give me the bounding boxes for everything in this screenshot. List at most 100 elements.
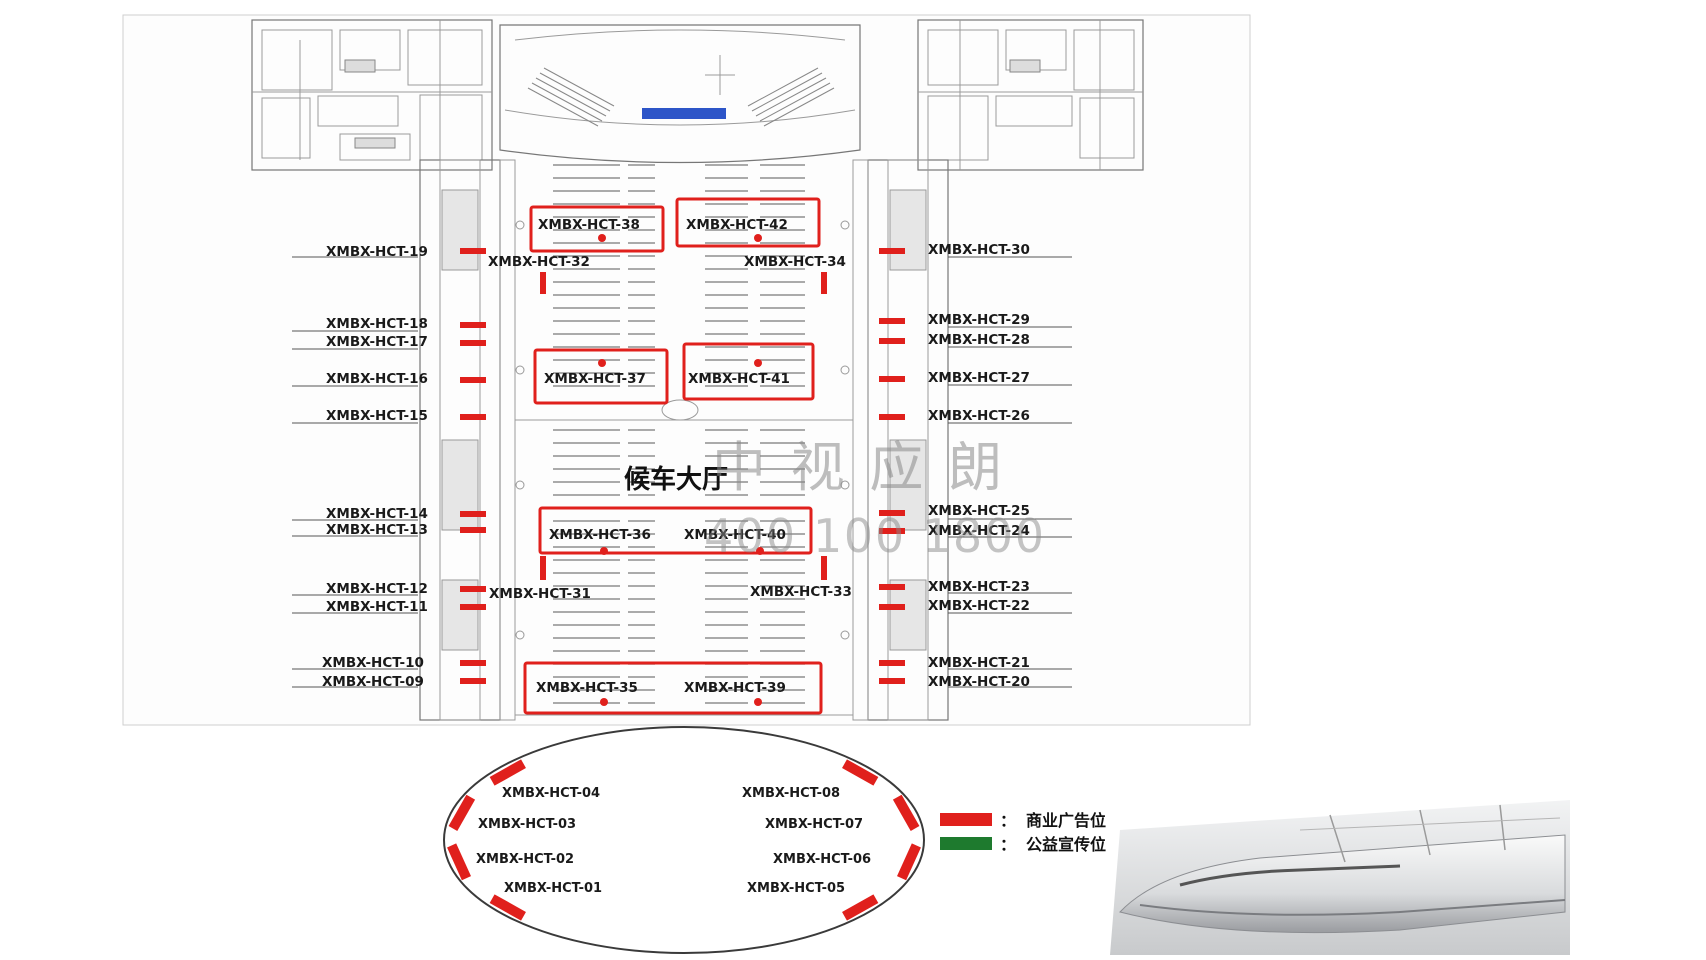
label-hct-38: XMBX-HCT-38 <box>538 217 640 233</box>
corridor-bar-left <box>460 604 486 610</box>
legend-commercial-swatch <box>940 813 992 826</box>
corridor-bar-right <box>879 248 905 254</box>
label-hct-34: XMBX-HCT-34 <box>744 254 846 270</box>
corridor-bar-right <box>879 510 905 516</box>
label-hct-29: XMBX-HCT-29 <box>928 312 1030 328</box>
watermark-phone: 400 100 1800 <box>704 509 1044 563</box>
label-hct-26: XMBX-HCT-26 <box>928 408 1030 424</box>
label-hct-30: XMBX-HCT-30 <box>928 242 1030 258</box>
corridor-bar-right <box>879 584 905 590</box>
entrance-canopy <box>499 24 861 164</box>
label-hct-40: XMBX-HCT-40 <box>684 527 786 543</box>
corridor-bar-left <box>460 322 486 328</box>
label-hct-20: XMBX-HCT-20 <box>928 674 1030 690</box>
label-hct-37: XMBX-HCT-37 <box>544 371 646 387</box>
label-hct-31: XMBX-HCT-31 <box>489 586 591 602</box>
hall-side-bars <box>540 272 827 580</box>
center-labels: XMBX-HCT-38 XMBX-HCT-42 XMBX-HCT-32 XMBX… <box>488 217 852 696</box>
label-hct-14: XMBX-HCT-14 <box>326 506 428 522</box>
oval-bar <box>842 894 879 921</box>
label-hct-06: XMBX-HCT-06 <box>773 852 871 867</box>
label-hct-35: XMBX-HCT-35 <box>536 680 638 696</box>
corridor-bar-left <box>460 377 486 383</box>
label-hct-28: XMBX-HCT-28 <box>928 332 1030 348</box>
corridor-bar-right <box>879 414 905 420</box>
hall-ad-boxes <box>523 197 823 715</box>
label-hct-09: XMBX-HCT-09 <box>322 674 424 690</box>
side-leader-lines <box>292 256 1072 688</box>
train-illustration <box>1110 800 1570 955</box>
oval-bar <box>447 843 471 881</box>
corridor-bar-left <box>460 248 486 254</box>
legend: ： 商业广告位 ： 公益宣传位 <box>940 811 1106 854</box>
bottom-oval: XMBX-HCT-04 XMBX-HCT-03 XMBX-HCT-02 XMBX… <box>100 726 1570 954</box>
label-hct-07: XMBX-HCT-07 <box>765 817 863 832</box>
right-corridor <box>852 159 949 721</box>
label-hct-10: XMBX-HCT-10 <box>322 655 424 671</box>
oval-bar <box>489 894 526 921</box>
oval-ad-bars <box>447 759 921 921</box>
corridor-bar-left <box>460 340 486 346</box>
legend-public-swatch <box>940 837 992 850</box>
oval-bar <box>892 794 920 831</box>
label-hct-32: XMBX-HCT-32 <box>488 254 590 270</box>
label-hct-36: XMBX-HCT-36 <box>549 527 651 543</box>
corridor-bar-left <box>460 660 486 666</box>
hall-seating <box>553 164 805 704</box>
corridor-bar-right <box>879 604 905 610</box>
plan-frame <box>122 14 1251 726</box>
label-hct-03: XMBX-HCT-03 <box>478 817 576 832</box>
oval-bar <box>448 794 476 831</box>
corridor-bar-right <box>879 528 905 534</box>
label-hct-11: XMBX-HCT-11 <box>326 599 428 615</box>
hall-screen <box>642 108 726 119</box>
label-hct-01: XMBX-HCT-01 <box>504 881 602 896</box>
label-hct-23: XMBX-HCT-23 <box>928 579 1030 595</box>
label-hct-41: XMBX-HCT-41 <box>688 371 790 387</box>
label-hct-02: XMBX-HCT-02 <box>476 852 574 867</box>
label-hct-08: XMBX-HCT-08 <box>742 786 840 801</box>
oval-bar <box>842 759 879 786</box>
corridor-bar-right <box>879 660 905 666</box>
legend-public-label: 公益宣传位 <box>1026 835 1106 854</box>
label-hct-33: XMBX-HCT-33 <box>750 584 852 600</box>
label-hct-12: XMBX-HCT-12 <box>326 581 428 597</box>
corridor-bar-left <box>460 527 486 533</box>
corridor-bar-right <box>879 338 905 344</box>
label-hct-17: XMBX-HCT-17 <box>326 334 428 350</box>
corridor-bar-left <box>460 586 486 592</box>
top-right-building <box>917 19 1144 171</box>
legend-commercial-label: 商业广告位 <box>1026 811 1106 830</box>
label-hct-21: XMBX-HCT-21 <box>928 655 1030 671</box>
label-hct-25: XMBX-HCT-25 <box>928 503 1030 519</box>
corridor-ad-bars <box>460 248 905 684</box>
legend-public-sep: ： <box>1000 835 1016 854</box>
corridor-bar-left <box>460 678 486 684</box>
hall-pillars <box>515 220 850 640</box>
top-left-building <box>251 19 493 171</box>
label-hct-42: XMBX-HCT-42 <box>686 217 788 233</box>
label-hct-13: XMBX-HCT-13 <box>326 522 428 538</box>
oval-bar <box>897 843 921 881</box>
label-hct-19: XMBX-HCT-19 <box>326 244 428 260</box>
label-hct-16: XMBX-HCT-16 <box>326 371 428 387</box>
corridor-bar-left <box>460 511 486 517</box>
legend-commercial-sep: ： <box>1000 811 1016 830</box>
corridor-bar-right <box>879 318 905 324</box>
hall-ad-dots <box>598 234 764 706</box>
label-hct-24: XMBX-HCT-24 <box>928 523 1030 539</box>
corridor-bar-right <box>879 376 905 382</box>
oval-bar <box>489 759 526 786</box>
label-hct-39: XMBX-HCT-39 <box>684 680 786 696</box>
hall-label: 候车大厅 <box>624 464 728 495</box>
corridor-bar-right <box>879 678 905 684</box>
right-labels: XMBX-HCT-30 XMBX-HCT-29 XMBX-HCT-28 XMBX… <box>928 242 1030 690</box>
label-hct-15: XMBX-HCT-15 <box>326 408 428 424</box>
label-hct-04: XMBX-HCT-04 <box>502 786 600 801</box>
left-labels: XMBX-HCT-19 XMBX-HCT-18 XMBX-HCT-17 XMBX… <box>322 244 428 690</box>
label-hct-05: XMBX-HCT-05 <box>747 881 845 896</box>
label-hct-27: XMBX-HCT-27 <box>928 370 1030 386</box>
label-hct-18: XMBX-HCT-18 <box>326 316 428 332</box>
label-hct-22: XMBX-HCT-22 <box>928 598 1030 614</box>
